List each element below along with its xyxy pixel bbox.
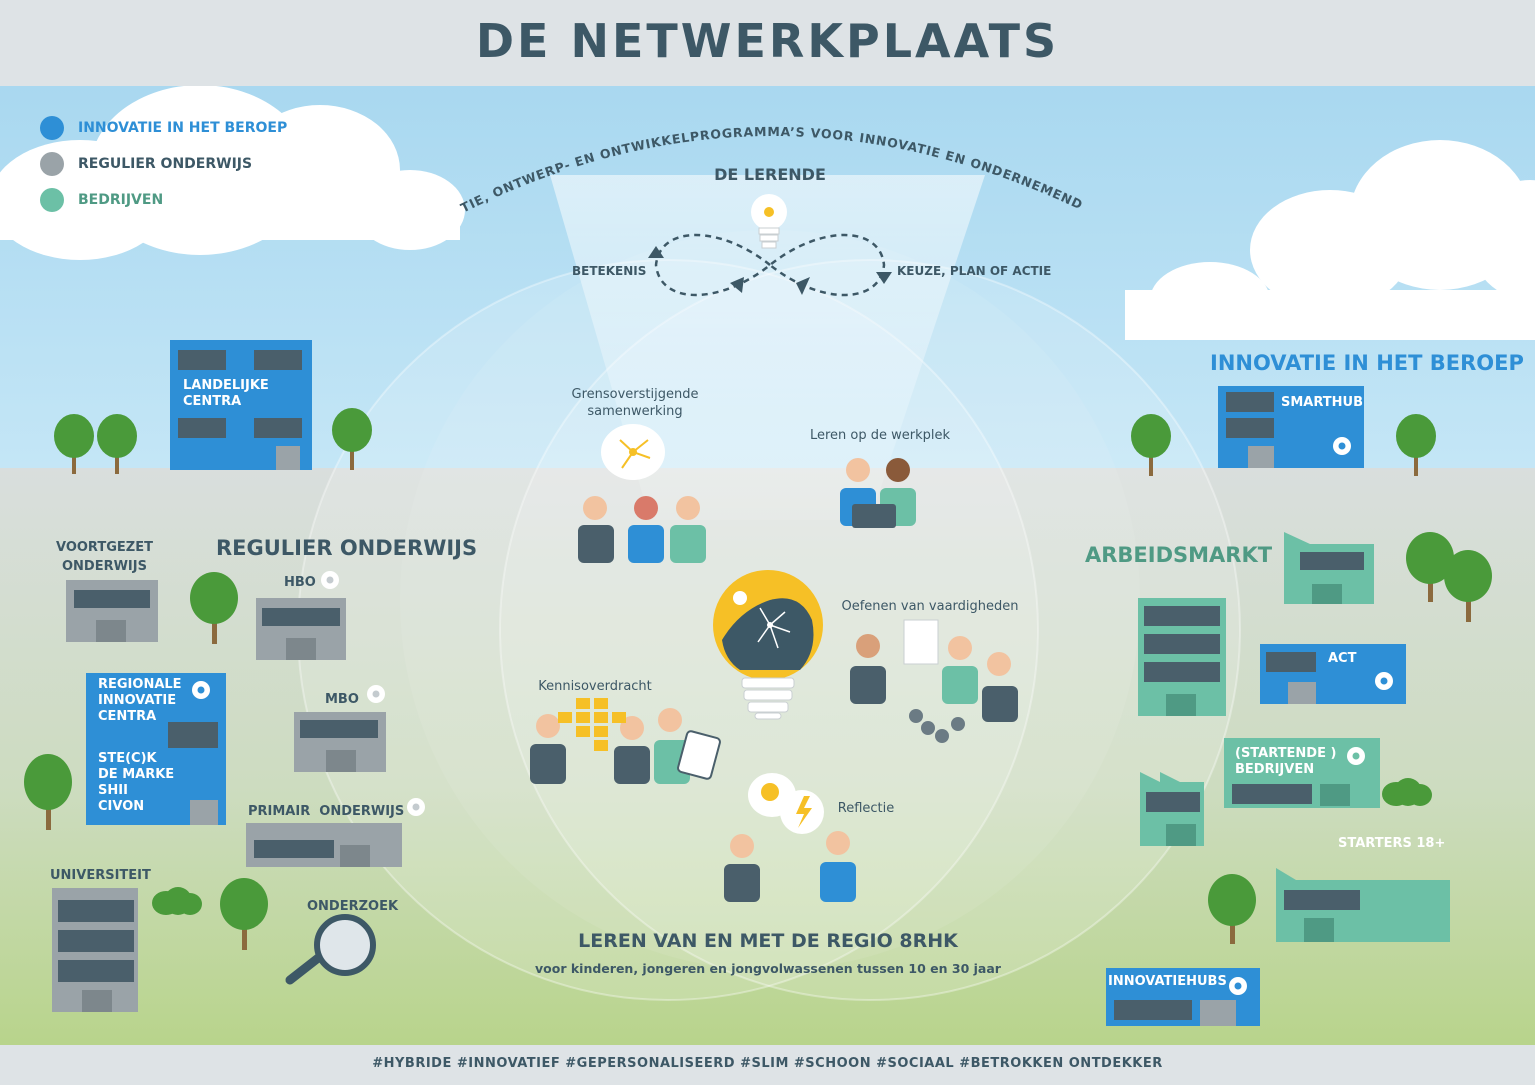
- legend-item-innovatie: INNOVATIE IN HET BEROEP: [40, 110, 287, 146]
- hashtags: #HYBRIDE #INNOVATIEF #GEPERSONALISEERD #…: [372, 1056, 1163, 1071]
- label-hbo: HBO: [284, 575, 316, 590]
- lerende-left-label: BETEKENIS: [572, 264, 647, 278]
- activity-grens: Grensoverstijgende samenwerking: [571, 387, 699, 419]
- legend-label: BEDRIJVEN: [78, 192, 164, 208]
- label-voortgezet: VOORTGEZET ONDERWIJS: [56, 540, 153, 574]
- central-lightbulb-icon: [713, 570, 823, 720]
- label-smarthub: SMARTHUB: [1281, 395, 1363, 410]
- title-bar: [0, 0, 1535, 86]
- activity-oefenen: Oefenen van vaardigheden: [841, 599, 1019, 614]
- label-universiteit: UNIVERSITEIT: [50, 868, 151, 883]
- legend-item-regulier: REGULIER ONDERWIJS: [40, 146, 287, 182]
- page-title: DE NETWERKPLAATS: [475, 14, 1060, 68]
- footer-bar: [0, 1045, 1535, 1085]
- legend: INNOVATIE IN HET BEROEP REGULIER ONDERWI…: [40, 110, 287, 218]
- speech-bubble-icon: [601, 424, 665, 480]
- infinity-loop: [654, 233, 886, 297]
- light-beam: [550, 175, 985, 520]
- label-landelijke: LANDELIJKE CENTRA: [183, 378, 269, 409]
- small-lightbulb-icon: [751, 194, 787, 249]
- cloud-left: [0, 85, 465, 260]
- infinity-arrows: [648, 246, 892, 295]
- gear-center-icon: [197, 442, 1388, 990]
- label-steck: STE(C)K DE MARKE SHII CIVON: [98, 751, 175, 814]
- arc-text-path: INSPIRATIE, ONTWERP- EN ONTWIKKELPROGRAM…: [0, 0, 1089, 215]
- legend-label: REGULIER ONDERWIJS: [78, 156, 253, 172]
- arc-text: INSPIRATIE, ONTWERP- EN ONTWIKKELPROGRAM…: [0, 0, 1090, 215]
- label-startende: (STARTENDE ) BEDRIJVEN: [1235, 746, 1337, 777]
- gear-center-icon-green: [1352, 752, 1360, 760]
- lerende-title: DE LERENDE: [714, 165, 826, 184]
- bottom-title: LEREN VAN EN MET DE REGIO 8RHK: [578, 930, 958, 952]
- label-regionale: REGIONALE INNOVATIE CENTRA: [98, 677, 182, 724]
- legend-dot-grey: [40, 152, 64, 176]
- cloud-right: [1125, 140, 1535, 340]
- activity-werkplek: Leren op de werkplek: [809, 428, 951, 443]
- label-primair: PRIMAIR ONDERWIJS: [248, 804, 405, 819]
- venn-circle-right: [499, 259, 1241, 1001]
- bottom-subtitle: voor kinderen, jongeren en jongvolwassen…: [535, 961, 1001, 976]
- people-werkplek: [840, 458, 916, 528]
- heading-arbeidsmarkt: ARBEIDSMARKT: [1085, 543, 1273, 567]
- label-onderzoek: ONDERZOEK: [307, 899, 399, 914]
- windows: [58, 350, 1364, 1026]
- tree-icon: [24, 408, 1492, 950]
- activity-kennis: Kennisoverdracht: [538, 679, 652, 694]
- label-starters: STARTERS 18+: [1338, 836, 1446, 851]
- people-kennis: [530, 698, 721, 784]
- activity-reflectie: Reflectie: [837, 801, 895, 816]
- gear-center-icon-grey: [326, 576, 420, 811]
- label-mbo: MBO: [325, 692, 359, 707]
- people-oefenen: [850, 619, 1018, 743]
- legend-dot-green: [40, 188, 64, 212]
- label-innovatiehubs: INNOVATIEHUBS: [1108, 974, 1227, 989]
- magnifier-icon: [285, 914, 376, 985]
- heading-innovatie: INNOVATIE IN HET BEROEP: [1210, 351, 1524, 375]
- people-reflectie: [724, 773, 856, 902]
- label-act: ACT: [1328, 651, 1357, 666]
- people-grens: [578, 496, 706, 563]
- legend-label: INNOVATIE IN HET BEROEP: [78, 120, 288, 136]
- svg-text:INSPIRATIE, ONTWERP- EN ONTWIK: INSPIRATIE, ONTWERP- EN ONTWIKKELPROGRAM…: [0, 0, 1090, 215]
- legend-item-bedrijven: BEDRIJVEN: [40, 182, 287, 218]
- legend-dot-blue: [40, 116, 64, 140]
- lerende-right-label: KEUZE, PLAN OF ACTIE: [897, 264, 1052, 278]
- heading-regulier: REGULIER ONDERWIJS: [216, 536, 478, 560]
